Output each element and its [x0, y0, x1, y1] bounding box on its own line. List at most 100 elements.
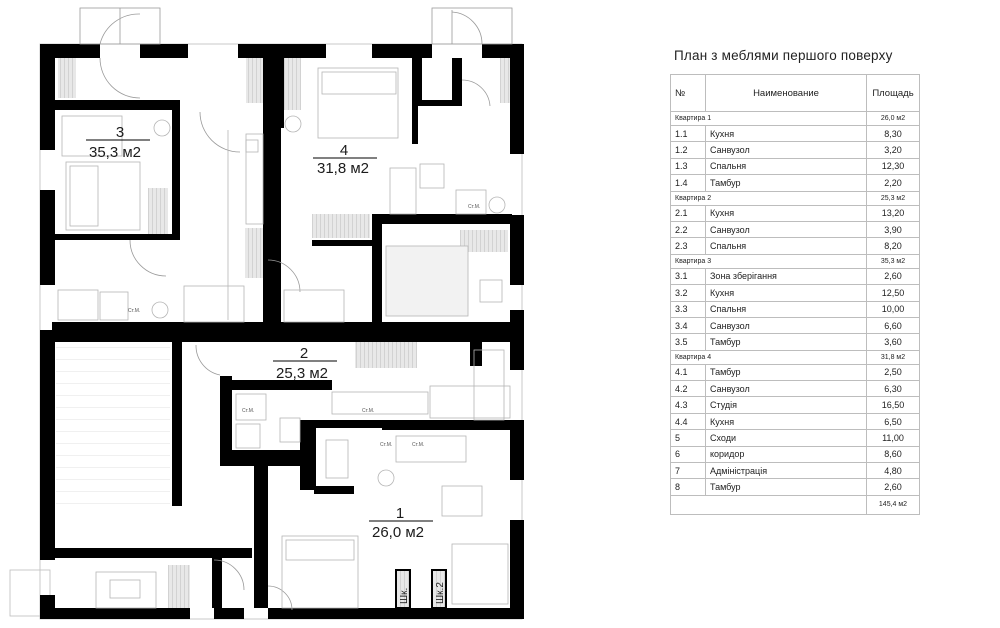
row-area: 11,00: [866, 429, 920, 447]
row-name: Студія: [705, 396, 867, 414]
row-name: Санвузол: [705, 316, 867, 335]
room-4-number: 4: [340, 142, 348, 159]
group-area: 26,0 м2: [866, 111, 920, 126]
row-area: 3,90: [866, 220, 920, 239]
entrances: [79, 7, 513, 611]
group-row: Квартира 2 25,3 м2: [670, 190, 920, 206]
row-name: Тамбур: [705, 363, 867, 382]
room-2-number: 2: [300, 345, 308, 362]
room-1-number: 1: [396, 505, 404, 522]
cabinet-1: [395, 569, 411, 609]
room-labels: 3 35,3 м2 4 31,8 м2 2 25,3 м2 1 26,0 м2: [86, 124, 433, 541]
group-row: Квартира 1 26,0 м2: [670, 111, 920, 126]
row-number: 4.4: [670, 412, 706, 431]
row-number: 4.3: [670, 396, 706, 414]
row-number: 3.5: [670, 333, 706, 351]
row-name: Сходи: [705, 429, 867, 447]
row-number: 7: [670, 462, 706, 480]
row-area: 3,20: [866, 141, 920, 159]
room-3-number: 3: [116, 124, 124, 141]
row-number: 3.1: [670, 267, 706, 286]
row-number: 3.4: [670, 316, 706, 335]
fixture-label: Ст.М.: [380, 442, 392, 448]
row-area: 3,60: [866, 333, 920, 351]
group-name: Квартира 2: [670, 190, 867, 206]
header-number: №: [670, 74, 706, 112]
group-area: 31,8 м2: [866, 349, 920, 365]
row-name: Кухня: [705, 204, 867, 222]
group-area: 35,3 м2: [866, 253, 920, 269]
fixture-labels: Ст.М. Ст.М. Ст.М. Ст.М. Ст.М. Ст.М.: [128, 204, 480, 448]
row-area: 6,50: [866, 412, 920, 431]
row-number: 2.3: [670, 237, 706, 255]
row-name: Санвузол: [705, 380, 867, 398]
row-name: Тамбур: [705, 478, 867, 496]
row-name: Спальня: [705, 300, 867, 318]
group-area: 25,3 м2: [866, 190, 920, 206]
row-name: Кухня: [705, 284, 867, 302]
schedule-title: План з меблями першого поверху: [674, 48, 893, 63]
room-2-area: 25,3 м2: [276, 365, 328, 382]
row-name: Санвузол: [705, 220, 867, 239]
row-area: 10,00: [866, 300, 920, 318]
cabinet-1-label: Шк.: [399, 588, 410, 604]
group-row: Квартира 3 35,3 м2: [670, 253, 920, 269]
row-number: 1.1: [670, 124, 706, 143]
row-area: 13,20: [866, 204, 920, 222]
cabinet-2-label: Шк.2: [435, 582, 446, 604]
row-number: 8: [670, 478, 706, 496]
row-number: 4.1: [670, 363, 706, 382]
stair-hatch: [56, 342, 170, 507]
header-name: Наименование: [705, 74, 867, 112]
group-row: Квартира 4 31,8 м2: [670, 349, 920, 365]
row-name: Кухня: [705, 412, 867, 431]
row-name: Санвузол: [705, 141, 867, 159]
row-name: Адміністрація: [705, 462, 867, 480]
schedule-table: № Наименование Площадь Квартира 1 26,0 м…: [670, 74, 920, 515]
fixture-label: Ст.М.: [412, 442, 424, 448]
row-name: Зона зберігання: [705, 267, 867, 286]
row-area: 6,60: [866, 316, 920, 335]
row-area: 2,50: [866, 363, 920, 382]
row-area: 6,30: [866, 380, 920, 398]
row-area: 8,20: [866, 237, 920, 255]
total-blank: [670, 494, 867, 515]
row-name: Кухня: [705, 124, 867, 143]
room-3-area: 35,3 м2: [89, 144, 141, 161]
row-area: 4,80: [866, 462, 920, 480]
row-number: 4.2: [670, 380, 706, 398]
row-area: 8,60: [866, 445, 920, 464]
row-area: 12,50: [866, 284, 920, 302]
fixture-label: Ст.М.: [362, 408, 374, 414]
room-4-area: 31,8 м2: [317, 160, 369, 177]
fixture-label: Ст.М.: [242, 408, 254, 414]
fixture-label: Ст.М.: [128, 308, 140, 314]
row-name: Спальня: [705, 157, 867, 176]
row-name: Тамбур: [705, 174, 867, 192]
row-area: 12,30: [866, 157, 920, 176]
row-area: 16,50: [866, 396, 920, 414]
row-number: 1.4: [670, 174, 706, 192]
row-area: 2,60: [866, 267, 920, 286]
row-number: 3.2: [670, 284, 706, 302]
row-area: 2,60: [866, 478, 920, 496]
group-name: Квартира 3: [670, 253, 867, 269]
header-area: Площадь: [866, 74, 920, 112]
